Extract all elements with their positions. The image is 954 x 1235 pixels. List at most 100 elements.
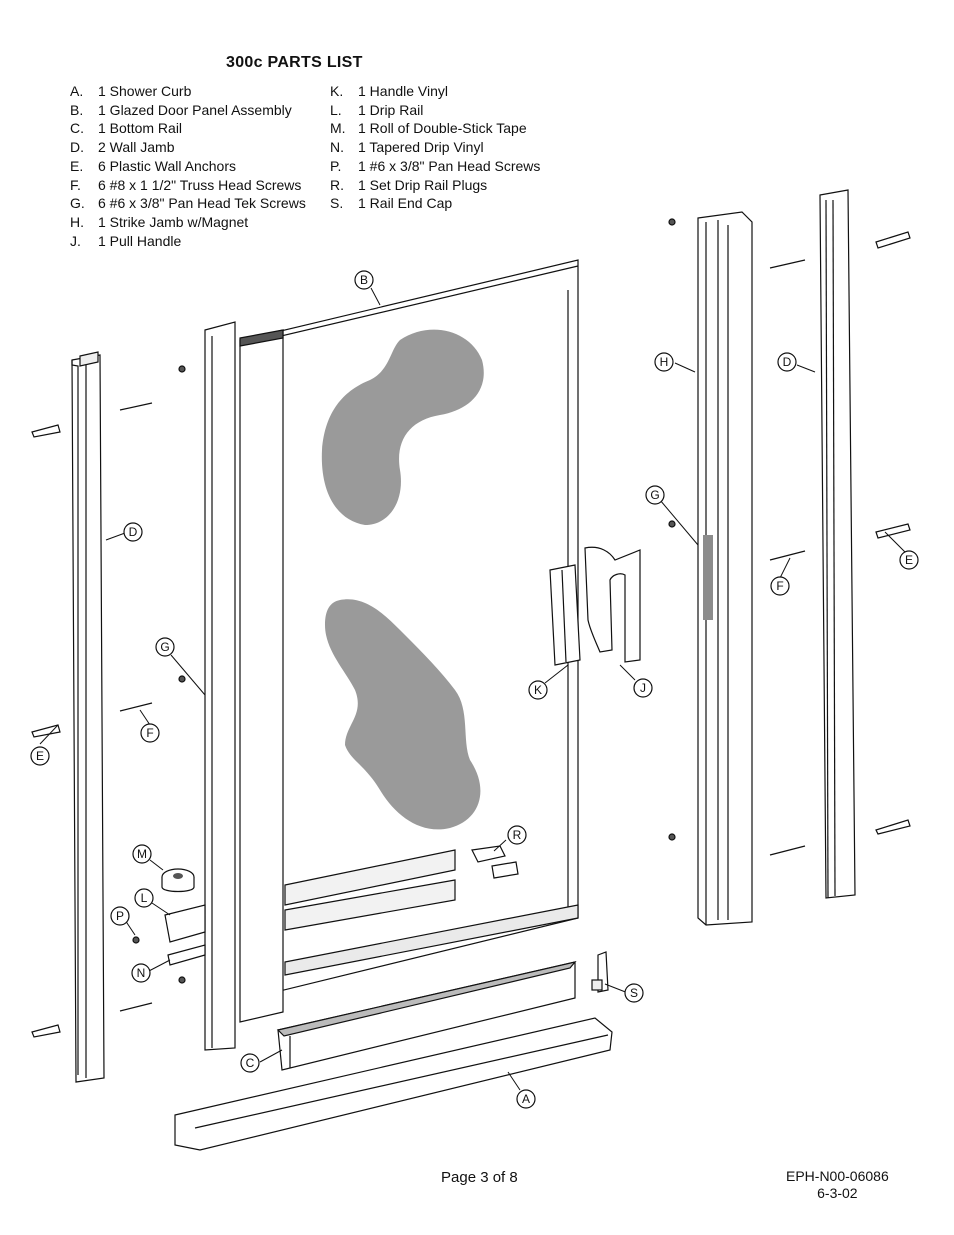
- callout-l: L: [134, 888, 154, 908]
- part-letter: K.: [330, 83, 344, 99]
- truss-head-screws: [119, 259, 806, 1012]
- part-letter: B.: [70, 101, 84, 118]
- parts-list-column-2: K. 1 Handle Vinyl L. 1 Drip Rail M. 1 Roll …: [330, 82, 540, 213]
- glazed-door-panel: [242, 259, 579, 1001]
- part-text: 2 Wall Jamb: [98, 139, 175, 156]
- part-text: 1 Handle Vinyl: [358, 83, 449, 99]
- part-item: M. 1 Roll of Double-Stick Tape: [330, 119, 540, 138]
- frosted-pattern: [325, 599, 481, 830]
- pan-head-screws: [132, 218, 676, 984]
- bottom-rail: [276, 961, 577, 1071]
- wall-anchors: [31, 231, 911, 1038]
- callout-label: E: [36, 749, 44, 763]
- wall-jamb-left: [71, 351, 105, 1083]
- callout-label: B: [360, 273, 368, 287]
- callout-label: N: [137, 966, 146, 980]
- callout-label: G: [160, 640, 169, 654]
- part-text: 1 Rail End Cap: [358, 195, 453, 212]
- part-text: 6 #8 x 1 1/2" Truss Head Screws: [98, 176, 302, 193]
- part-letter: S.: [330, 195, 344, 212]
- part-text: 1 Strike Jamb w/Magnet: [98, 213, 249, 230]
- tapered-drip-vinyl: [167, 944, 206, 966]
- leader-lines: [39, 287, 906, 1091]
- part-item: G. 6 #6 x 3/8" Pan Head Tek Screws: [70, 194, 306, 213]
- callout-d-left: D: [123, 522, 143, 542]
- callout-f-right: F: [770, 576, 790, 596]
- tape-roll: [161, 868, 195, 893]
- drip-rail: [164, 904, 206, 943]
- part-letter: J.: [70, 232, 81, 249]
- callout-label: L: [141, 891, 148, 905]
- part-item: B. 1 Glazed Door Panel Assembly: [70, 101, 306, 120]
- callout-label: A: [522, 1092, 530, 1106]
- hinge-jamb: [204, 321, 284, 1051]
- part-text: 1 Pull Handle: [98, 232, 182, 249]
- part-item: J. 1 Pull Handle: [70, 232, 306, 251]
- document-number: EPH-N00-06086: [786, 1168, 889, 1184]
- part-item: K. 1 Handle Vinyl: [330, 82, 540, 101]
- callout-label: K: [534, 683, 542, 697]
- callout-label: J: [640, 681, 646, 695]
- callout-label: G: [650, 488, 659, 502]
- part-text: 1 Roll of Double-Stick Tape: [358, 120, 527, 137]
- part-item: L. 1 Drip Rail: [330, 101, 540, 120]
- callout-k: K: [528, 680, 548, 700]
- part-item: C. 1 Bottom Rail: [70, 119, 306, 138]
- part-letter: M.: [330, 120, 346, 137]
- callout-label: D: [783, 355, 792, 369]
- frosted-pattern: [321, 329, 484, 525]
- part-item: P.1 #6 x 3/8" Pan Head Screws: [330, 157, 540, 176]
- part-letter: R.: [330, 176, 344, 193]
- callout-b: B: [354, 270, 374, 290]
- part-text: 6 #6 x 3/8" Pan Head Tek Screws: [98, 195, 306, 212]
- callout-n: N: [131, 963, 151, 983]
- part-text: 1 Shower Curb: [98, 83, 192, 99]
- part-item: F. 6 #8 x 1 1/2" Truss Head Screws: [70, 176, 306, 195]
- part-letter: A.: [70, 83, 84, 99]
- callout-s: S: [624, 983, 644, 1003]
- part-item: N.1 Tapered Drip Vinyl: [330, 138, 540, 157]
- callout-d-right: D: [777, 352, 797, 372]
- part-text: 1 Set Drip Rail Plugs: [358, 176, 488, 193]
- document-code: EPH-N00-06086 6-3-02: [786, 1168, 889, 1202]
- callout-label: F: [146, 726, 153, 740]
- callout-h: H: [654, 352, 674, 372]
- part-letter: L.: [330, 101, 342, 118]
- callout-r: R: [507, 825, 527, 845]
- part-letter: N.: [330, 139, 344, 156]
- wall-jamb-right: [819, 189, 856, 899]
- callout-label: H: [660, 355, 669, 369]
- part-letter: E.: [70, 157, 84, 174]
- callout-label: C: [246, 1056, 255, 1070]
- part-text: 1 #6 x 3/8" Pan Head Screws: [358, 157, 541, 174]
- part-text: 1 Drip Rail: [358, 101, 424, 118]
- drip-rail-plugs: [471, 845, 519, 879]
- callout-label: D: [129, 525, 138, 539]
- part-letter: F.: [70, 176, 81, 193]
- shower-curb: [174, 1017, 613, 1151]
- callout-label: E: [905, 553, 913, 567]
- callout-g-left: G: [155, 637, 175, 657]
- part-text: 1 Bottom Rail: [98, 120, 183, 137]
- callout-m: M: [132, 844, 152, 864]
- part-text: 1 Glazed Door Panel Assembly: [98, 101, 292, 118]
- callout-p: P: [110, 906, 130, 926]
- pull-handle: [584, 546, 641, 663]
- part-letter: C.: [70, 120, 84, 137]
- part-letter: G.: [70, 195, 85, 212]
- parts-list-title: 300c PARTS LIST: [226, 54, 363, 71]
- parts-list-column-1: A. 1 Shower Curb B. 1 Glazed Door Panel As…: [70, 82, 306, 250]
- handle-vinyl: [549, 564, 581, 666]
- part-item: E. 6 Plastic Wall Anchors: [70, 157, 306, 176]
- part-text: 6 Plastic Wall Anchors: [98, 157, 236, 174]
- part-item: S. 1 Rail End Cap: [330, 194, 540, 213]
- callout-j: J: [633, 678, 653, 698]
- callout-c: C: [240, 1053, 260, 1073]
- callout-label: R: [513, 828, 522, 842]
- part-letter: H.: [70, 213, 84, 230]
- callout-label: P: [116, 909, 124, 923]
- callout-label: S: [630, 986, 638, 1000]
- part-letter: D.: [70, 139, 84, 156]
- callout-a: A: [516, 1089, 536, 1109]
